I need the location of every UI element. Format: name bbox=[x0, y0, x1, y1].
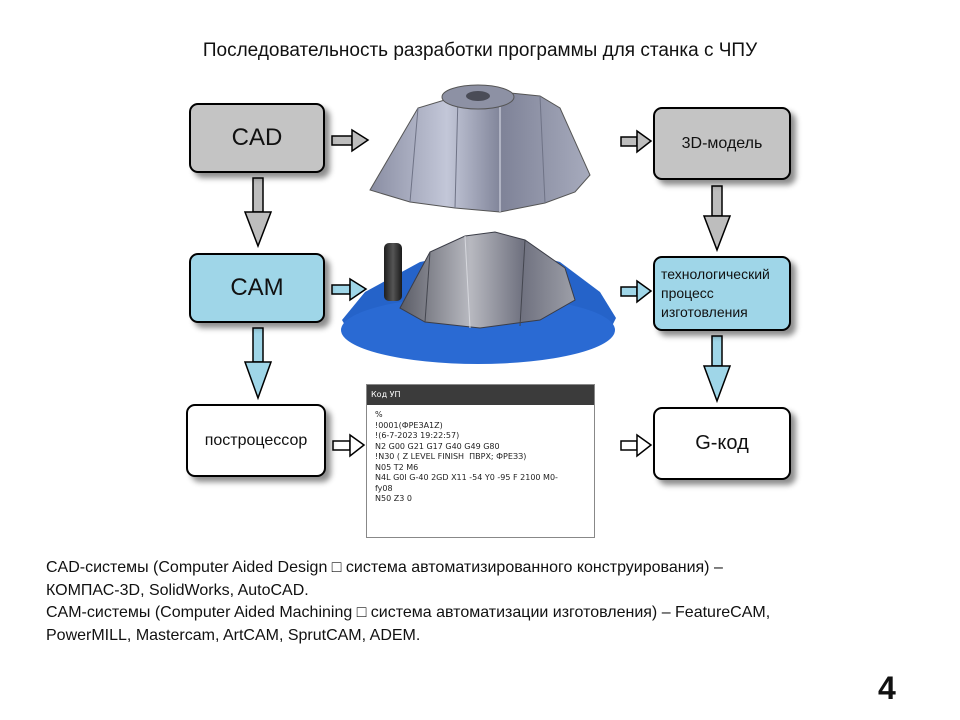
arrow-tech-to-gcode bbox=[702, 335, 732, 404]
tech-process-line-2: процесс bbox=[661, 285, 714, 301]
nc-code-line: !(6-7-2023 19:22:57) bbox=[375, 431, 460, 440]
nc-code-window: Код УП % !0001(ФРЕЗА1Z) !(6-7-2023 19:22… bbox=[366, 384, 595, 538]
cam-description-line-2: PowerMILL, Mastercam, ArtCAM, SprutCAM, … bbox=[46, 626, 421, 644]
cam-box: CAM bbox=[189, 253, 325, 323]
nc-code-line: N05 T2 M6 bbox=[375, 462, 419, 472]
nc-code-line: N50 Z3 0 bbox=[375, 494, 412, 503]
nc-code-line: % bbox=[375, 410, 383, 419]
nc-code-line: fy08 bbox=[375, 483, 393, 493]
gcode-box: G-код bbox=[653, 407, 791, 480]
nc-code-lines: % !0001(ФРЕЗА1Z) !(6-7-2023 19:22:57) N2… bbox=[367, 405, 594, 505]
page-title: Последовательность разработки программы … bbox=[202, 40, 758, 61]
arrow-post-to-code bbox=[332, 433, 366, 458]
cad-description-line-2: КОМПАС-3D, SolidWorks, AutoCAD. bbox=[46, 581, 309, 599]
nc-code-window-title: Код УП bbox=[367, 385, 594, 405]
tech-process-line-1: технологический bbox=[661, 266, 770, 282]
description: CAD-системы (Computer Aided Design □ сис… bbox=[46, 557, 926, 647]
nc-code-line: N2 G00 G21 G17 G40 G49 G80 bbox=[375, 441, 500, 451]
postprocessor-box: построцессор bbox=[186, 404, 326, 477]
arrow-code-to-gcode bbox=[620, 433, 653, 458]
model-3d-box: 3D-модель bbox=[653, 107, 791, 180]
cad-box: CAD bbox=[189, 103, 325, 173]
arrow-cam-to-postprocessor bbox=[243, 327, 273, 401]
arrow-model-to-3d bbox=[620, 129, 653, 154]
nc-code-line: !N30 ( Z LEVEL FINISH ПВРХ; ФРЕЗЗ) bbox=[375, 452, 527, 461]
arrow-cad-to-cam bbox=[243, 177, 273, 249]
tech-process-line-3: изготовления bbox=[661, 304, 748, 320]
cam-description-line-1: CAM-системы (Computer Aided Machining □ … bbox=[46, 604, 771, 621]
cad-model-image bbox=[369, 84, 591, 213]
cam-machining-image bbox=[341, 231, 616, 364]
nc-code-line: !0001(ФРЕЗА1Z) bbox=[375, 420, 443, 430]
nc-code-line: N4L G0I G-40 2GD X11 -54 Y0 -95 F 2100 M… bbox=[375, 473, 558, 482]
cad-description-line-1: CAD-системы (Computer Aided Design □ сис… bbox=[46, 559, 723, 576]
arrow-cam-to-machining bbox=[331, 277, 368, 302]
page-number: 4 bbox=[878, 670, 896, 706]
tech-process-box: технологический процесс изготовления bbox=[653, 256, 791, 331]
arrow-cad-to-model bbox=[331, 128, 370, 153]
arrow-machining-to-tech bbox=[620, 279, 653, 304]
arrow-3d-to-tech bbox=[702, 185, 732, 253]
